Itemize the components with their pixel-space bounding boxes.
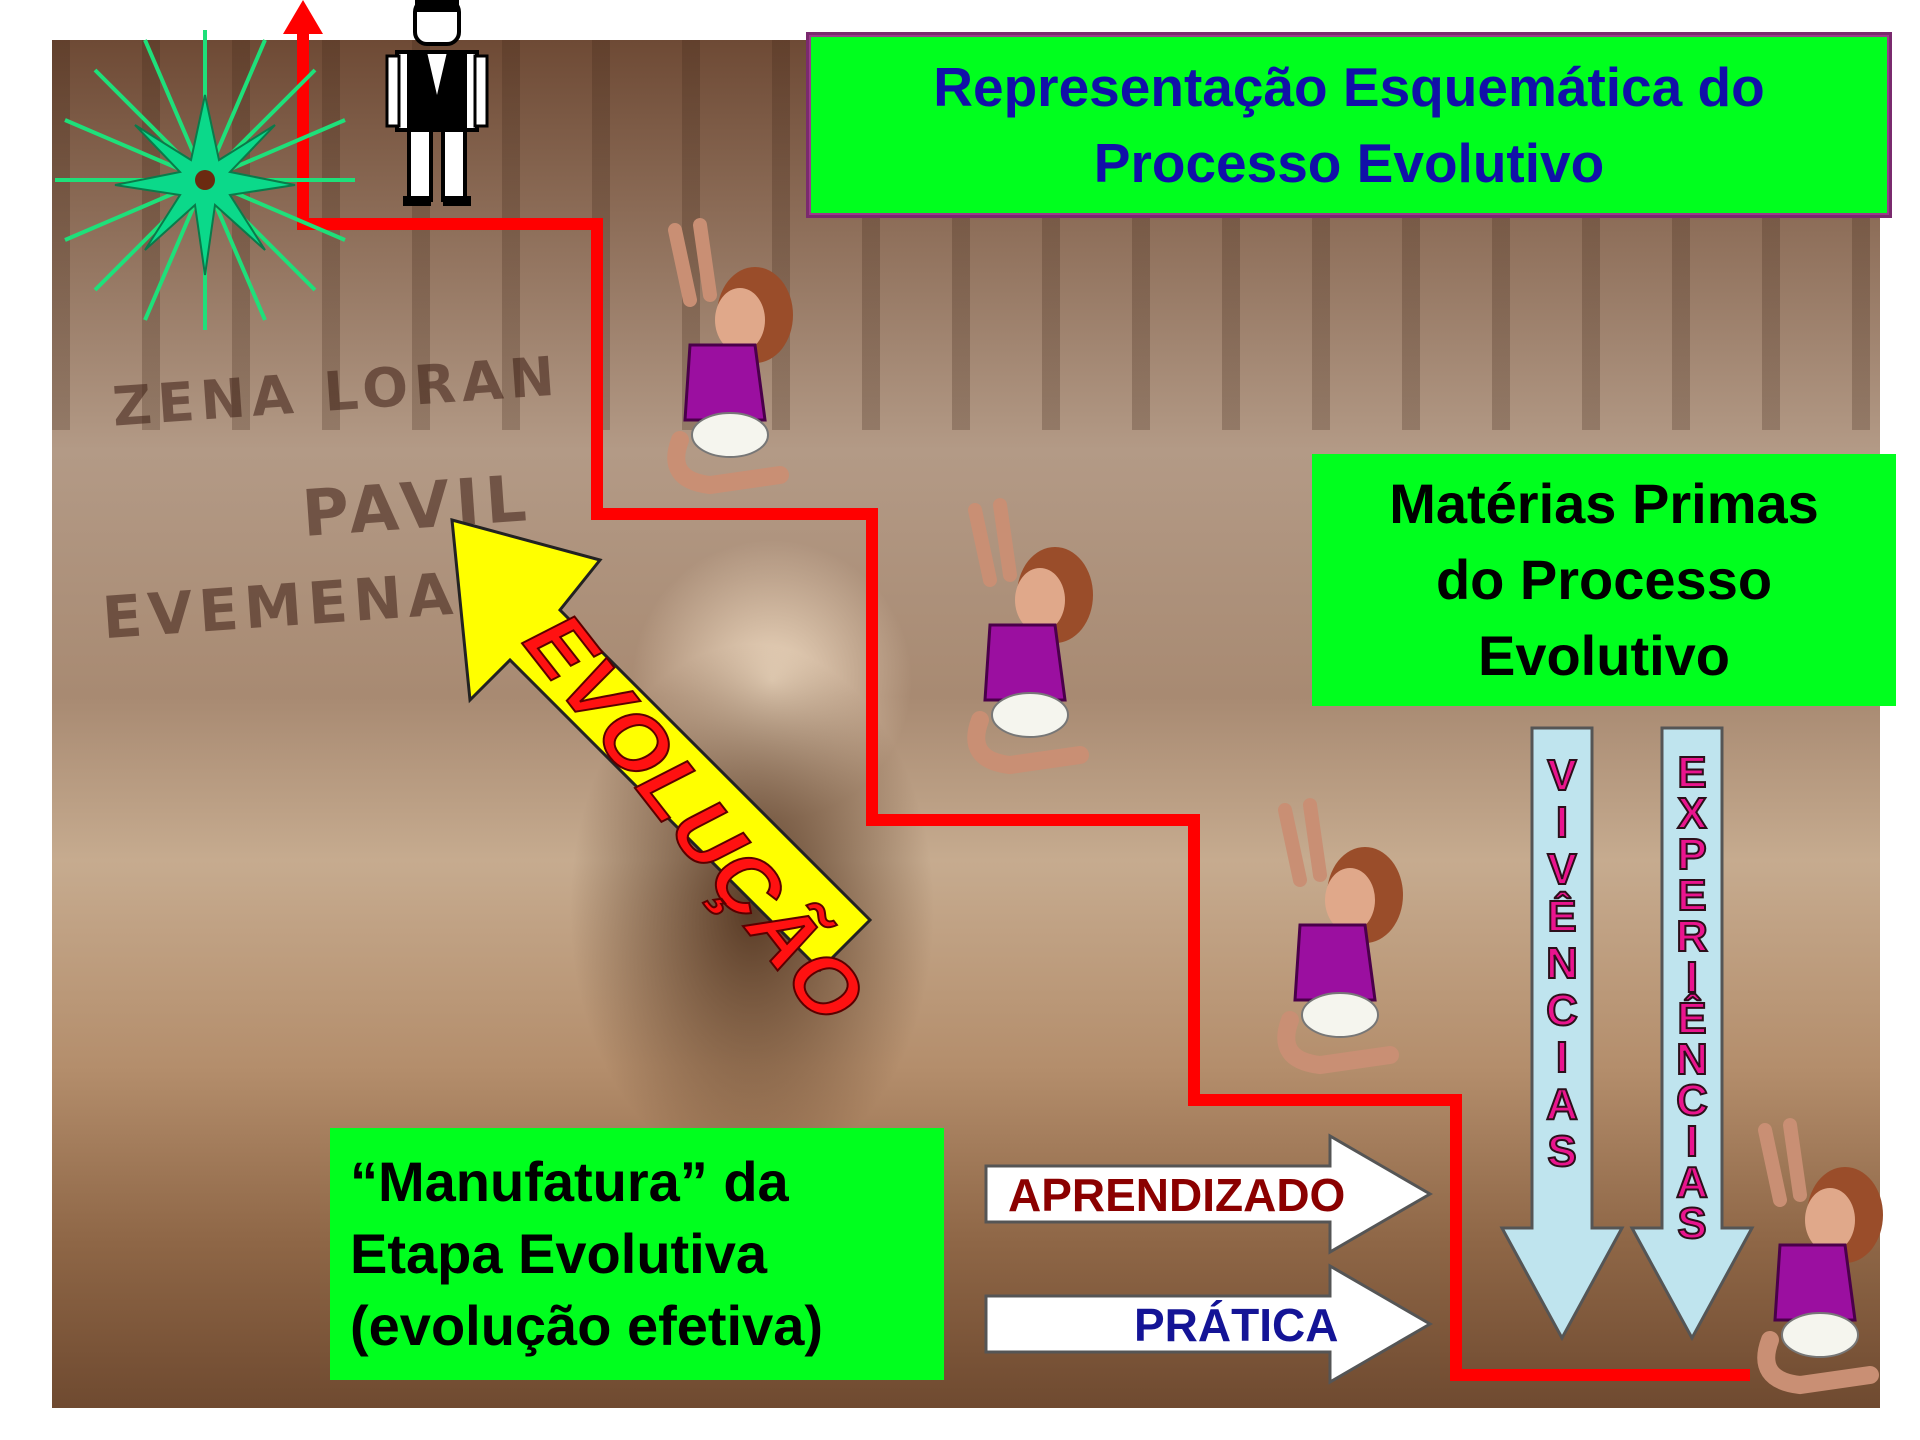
experiencias-letter: X bbox=[1676, 789, 1707, 838]
title-panel: Representação Esquemática do Processo Ev… bbox=[806, 32, 1892, 218]
manufacture-line-3: (evolução efetiva) bbox=[350, 1294, 824, 1357]
experiencias-letter: I bbox=[1685, 1117, 1699, 1166]
experiencias-letter: A bbox=[1675, 1158, 1709, 1207]
experiencias-letter: I bbox=[1685, 953, 1699, 1002]
experiencias-arrow bbox=[1629, 726, 1755, 1342]
starburst-icon bbox=[55, 30, 355, 330]
manufacture-panel: “Manufatura” da Etapa Evolutiva (evoluçã… bbox=[330, 1128, 944, 1380]
vivencias-letter: V bbox=[1546, 845, 1577, 894]
experiencias-letter: R bbox=[1675, 912, 1709, 961]
learning-label: APRENDIZADO bbox=[1008, 1169, 1346, 1221]
evolution-arrow bbox=[450, 517, 873, 973]
experiencias-letter: Ê bbox=[1676, 994, 1707, 1043]
vivencias-letter: Ê bbox=[1546, 892, 1577, 941]
vivencias-arrow bbox=[1499, 726, 1625, 1342]
man-figure-icon bbox=[385, 0, 489, 206]
experiencias-letter: E bbox=[1676, 871, 1707, 920]
materials-line-2: do Processo bbox=[1435, 548, 1773, 611]
vivencias-letter: S bbox=[1546, 1127, 1577, 1176]
evolution-staircase bbox=[297, 22, 1750, 1381]
title-line-1: Representação Esquemática do bbox=[933, 56, 1765, 118]
experiencias-letter: E bbox=[1676, 748, 1707, 797]
materials-line-1: Matérias Primas bbox=[1389, 472, 1819, 535]
practice-arrow bbox=[984, 1263, 1433, 1385]
vivencias-letter: C bbox=[1545, 986, 1579, 1035]
praying-child-icon bbox=[1277, 798, 1403, 1075]
title-line-2: Processo Evolutivo bbox=[1093, 132, 1605, 194]
experiencias-letter: P bbox=[1676, 830, 1707, 879]
learning-arrow bbox=[984, 1133, 1433, 1255]
praying-child-icon bbox=[1757, 1118, 1883, 1395]
manufacture-line-2: Etapa Evolutiva bbox=[350, 1222, 768, 1285]
experiencias-letter: S bbox=[1676, 1199, 1707, 1248]
raw-materials-panel: Matérias Primas do Processo Evolutivo bbox=[1312, 454, 1896, 706]
vivencias-letter: I bbox=[1555, 1033, 1569, 1082]
materials-line-3: Evolutivo bbox=[1477, 624, 1730, 687]
experiencias-letter: N bbox=[1675, 1035, 1709, 1084]
vivencias-letter: I bbox=[1555, 798, 1569, 847]
praying-child-icon bbox=[667, 218, 793, 495]
practice-label: PRÁTICA bbox=[1134, 1299, 1339, 1351]
experiencias-letter: C bbox=[1675, 1076, 1709, 1125]
vivencias-letter: N bbox=[1545, 939, 1579, 988]
staircase-arrowhead bbox=[283, 0, 323, 34]
vivencias-letter: V bbox=[1546, 751, 1577, 800]
vivencias-letter: A bbox=[1545, 1080, 1579, 1129]
manufacture-line-1: “Manufatura” da bbox=[350, 1150, 789, 1213]
praying-child-icon bbox=[967, 498, 1093, 775]
